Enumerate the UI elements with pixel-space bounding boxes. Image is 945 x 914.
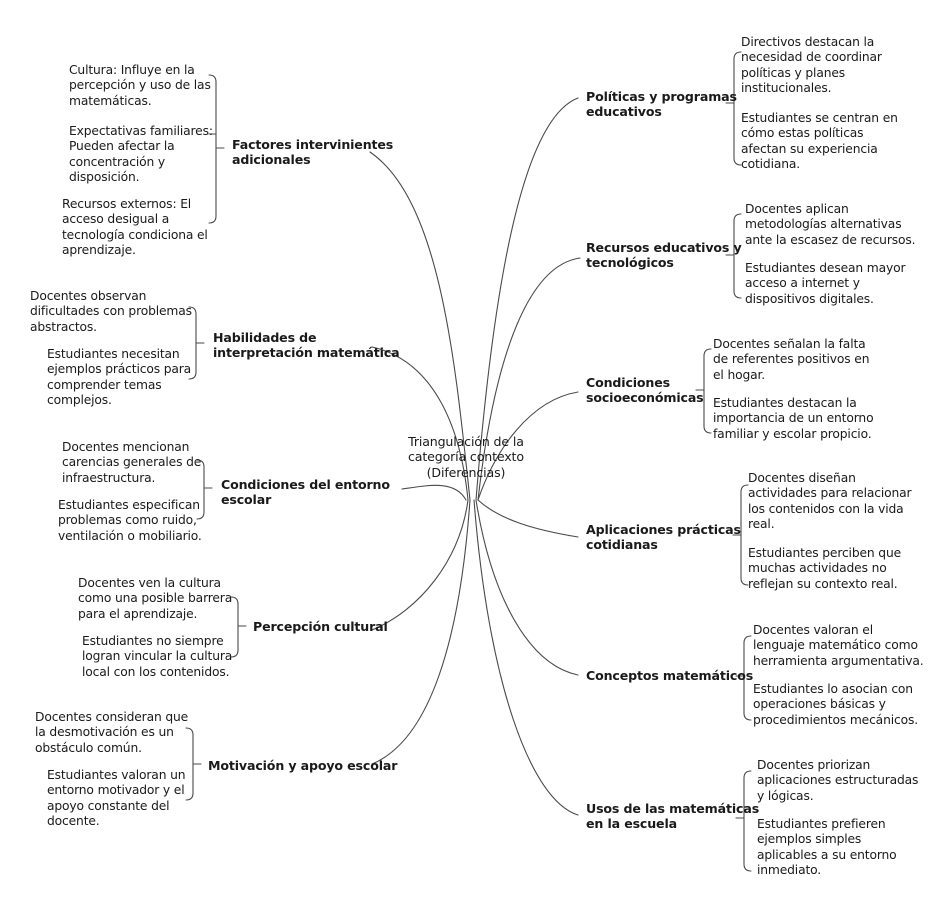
bracket-usos — [735, 770, 752, 872]
note-politicas-2: Estudiantes se centran en cómo estas pol… — [741, 111, 898, 172]
link-motivacion — [371, 499, 471, 765]
link-habilidades — [371, 346, 469, 501]
note-conceptos-1: Docentes valoran el lenguaje matemático … — [753, 623, 924, 668]
link-entorno — [401, 484, 467, 501]
branch-socio-label: Condiciones socioeconómicas — [586, 375, 704, 406]
note-aplicaciones-1: Docentes diseñan actividades para relaci… — [748, 471, 912, 532]
note-percepcion-2: Estudiantes no siempre logran vincular l… — [82, 634, 233, 679]
branch-recursos-label: Recursos educativos y tecnológicos — [586, 240, 742, 271]
note-entorno-2: Estudiantes especifican problemas como r… — [58, 498, 202, 543]
note-factores-1: Cultura: Influye en la percepción y uso … — [69, 63, 211, 108]
bracket-habilidades — [188, 306, 205, 380]
note-habilidades-2: Estudiantes necesitan ejemplos prácticos… — [47, 347, 192, 408]
branch-percepcion-label: Percepción cultural — [253, 619, 388, 634]
branch-aplicaciones-label: Aplicaciones prácticas cotidianas — [586, 522, 741, 553]
note-socio-1: Docentes señalan la falta de referentes … — [713, 337, 870, 382]
branch-factores-label: Factores intervinientes adicionales — [232, 137, 394, 168]
note-percepcion-1: Docentes ven la cultura como una posible… — [78, 576, 233, 621]
note-usos-1: Docentes priorizan aplicaciones estructu… — [757, 758, 919, 803]
link-aplicaciones — [477, 499, 579, 538]
note-motivacion-1: Docentes consideran que la desmotivación… — [35, 710, 189, 755]
note-aplicaciones-2: Estudiantes perciben que muchas activida… — [748, 546, 902, 591]
link-percepcion — [371, 499, 469, 631]
bracket-percepcion — [230, 596, 247, 658]
note-conceptos-2: Estudiantes lo asocian con operaciones b… — [753, 682, 918, 727]
note-motivacion-2: Estudiantes valoran un entorno motivador… — [47, 768, 186, 829]
bracket-recursos — [725, 213, 742, 299]
link-politicas — [475, 97, 579, 501]
branch-politicas-label: Políticas y programas educativos — [586, 89, 737, 120]
branch-entorno-label: Condiciones del entorno escolar — [221, 477, 390, 508]
bracket-motivacion — [185, 727, 202, 801]
note-recursos-2: Estudiantes desean mayor acceso a intern… — [745, 261, 906, 306]
bracket-entorno — [196, 459, 213, 520]
link-factores — [369, 151, 471, 501]
branch-conceptos-label: Conceptos matemáticos — [586, 668, 754, 683]
note-recursos-1: Docentes aplican metodologías alternativ… — [745, 202, 916, 247]
note-entorno-1: Docentes mencionan carencias generales d… — [62, 440, 202, 485]
bracket-factores — [208, 74, 225, 224]
bracket-aplicaciones — [732, 484, 749, 586]
note-factores-3: Recursos externos: El acceso desigual a … — [62, 197, 208, 258]
note-factores-2: Expectativas familiares: Pueden afectar … — [69, 124, 213, 185]
note-usos-2: Estudiantes prefieren ejemplos simples a… — [757, 817, 897, 878]
bracket-socio — [695, 348, 712, 434]
branch-motivacion-label: Motivación y apoyo escolar — [208, 758, 398, 773]
link-recursos — [477, 257, 581, 501]
note-politicas-1: Directivos destacan la necesidad de coor… — [741, 35, 882, 96]
branch-habilidades-label: Habilidades de interpretación matemática — [213, 330, 400, 361]
link-usos — [473, 499, 579, 816]
link-socio — [477, 391, 579, 501]
center-node-label: Triangulación de la categoría contexto (… — [408, 434, 524, 480]
bracket-politicas — [725, 51, 742, 166]
bracket-conceptos — [735, 635, 752, 721]
note-socio-2: Estudiantes destacan la importancia de u… — [713, 396, 874, 441]
note-habilidades-1: Docentes observan dificultades con probl… — [30, 289, 192, 334]
link-conceptos — [475, 499, 579, 676]
branch-usos-label: Usos de las matemáticas en la escuela — [586, 801, 760, 832]
